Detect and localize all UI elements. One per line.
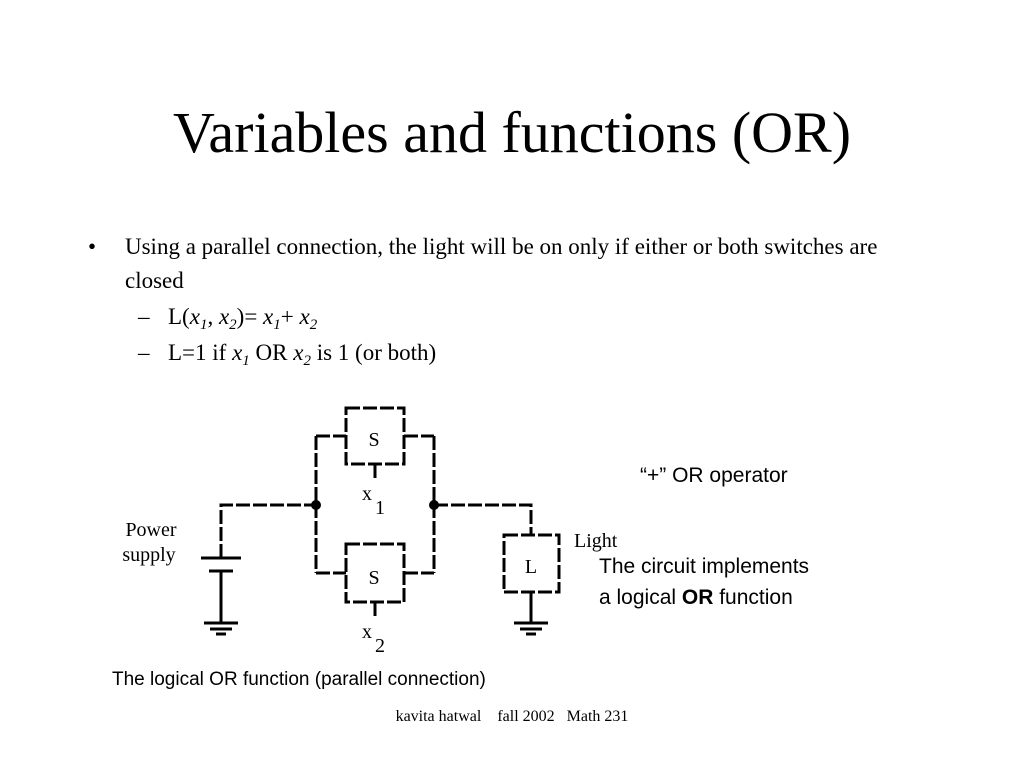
sub-bullet-marker: – [138,340,150,365]
formula-text: L(x1, x2)= x1+ x2 [168,304,318,333]
junction-right [429,500,439,510]
circuit-note-line2: a logical OR function [599,586,793,609]
x2-var: x [362,621,372,643]
lamp-label: L [525,556,537,578]
condition-text: L=1 if x1 OR x2 is 1 (or both) [168,340,437,369]
sub-bullet-marker: – [138,304,150,329]
power-label-line2: supply [122,544,175,566]
power-label-line1: Power [125,519,176,541]
slide-footer: kavita hatwal fall 2002 Math 231 [0,708,1024,726]
bullet-text: Using a parallel connection, the light w… [125,234,878,293]
switch-bottom-label: S [368,567,379,589]
bullet-marker: • [88,234,97,259]
sub-bullet-formula: – L(x1, x2)= x1+ x2 [138,300,938,334]
sub-bullet-condition: – L=1 if x1 OR x2 is 1 (or both) [138,336,938,370]
slide-title: Variables and functions (OR) [172,100,852,165]
switch-top-label: S [368,429,379,451]
wire-supply [219,503,316,558]
footer-course: Math 231 [566,708,629,725]
x1-var: x [362,483,372,505]
operator-note: “+” OR operator [640,464,788,487]
footer-author: kavita hatwal [395,708,482,725]
x1-sub: 1 [375,497,385,519]
circuit-note-line1: The circuit implements [599,555,809,578]
junction-left [311,500,321,510]
footer-term: fall 2002 [497,708,555,725]
x2-sub: 2 [375,635,385,657]
diagram-caption: The logical OR function (parallel connec… [112,669,486,690]
light-label: Light [574,530,618,552]
wire-to-lamp [434,503,533,535]
bullet-item: • Using a parallel connection, the light… [88,230,938,298]
bullet-list: • Using a parallel connection, the light… [88,230,938,370]
